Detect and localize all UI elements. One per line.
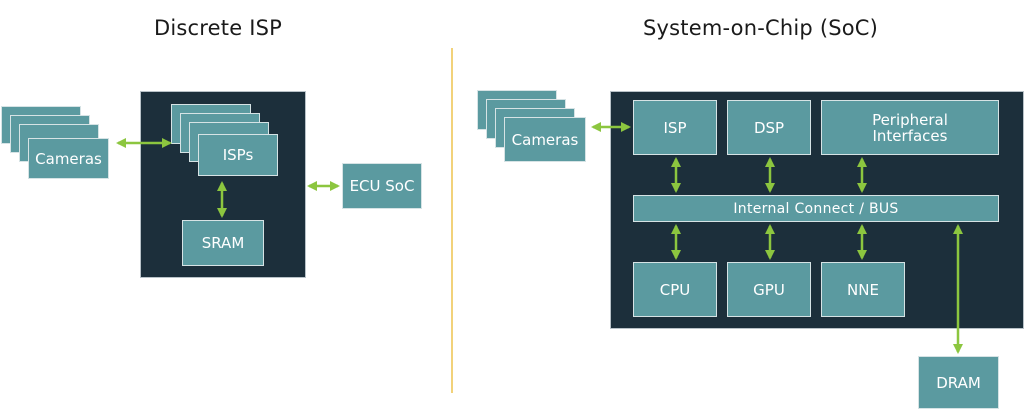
peripheral-label-line1: Peripheral: [872, 110, 948, 129]
dsp-box: DSP: [727, 100, 811, 155]
isp-box: ISP: [633, 100, 717, 155]
section-divider: [451, 48, 453, 393]
right-cameras-box: Cameras: [504, 117, 586, 162]
isps-box: ISPs: [198, 134, 278, 176]
soc-title: System-on-Chip (SoC): [643, 16, 879, 40]
gpu-box: GPU: [727, 262, 811, 317]
sram-box: SRAM: [182, 220, 264, 266]
peripheral-interfaces-box: Peripheral Interfaces: [821, 100, 999, 155]
nne-box: NNE: [821, 262, 905, 317]
internal-bus-box: Internal Connect / BUS: [633, 195, 999, 222]
cpu-box: CPU: [633, 262, 717, 317]
peripheral-label-line2: Interfaces: [872, 126, 948, 145]
discrete-isp-title: Discrete ISP: [154, 16, 283, 40]
ecu-soc-box: ECU SoC: [342, 163, 422, 209]
left-cameras-box: Cameras: [28, 138, 109, 179]
dram-box: DRAM: [918, 356, 999, 409]
